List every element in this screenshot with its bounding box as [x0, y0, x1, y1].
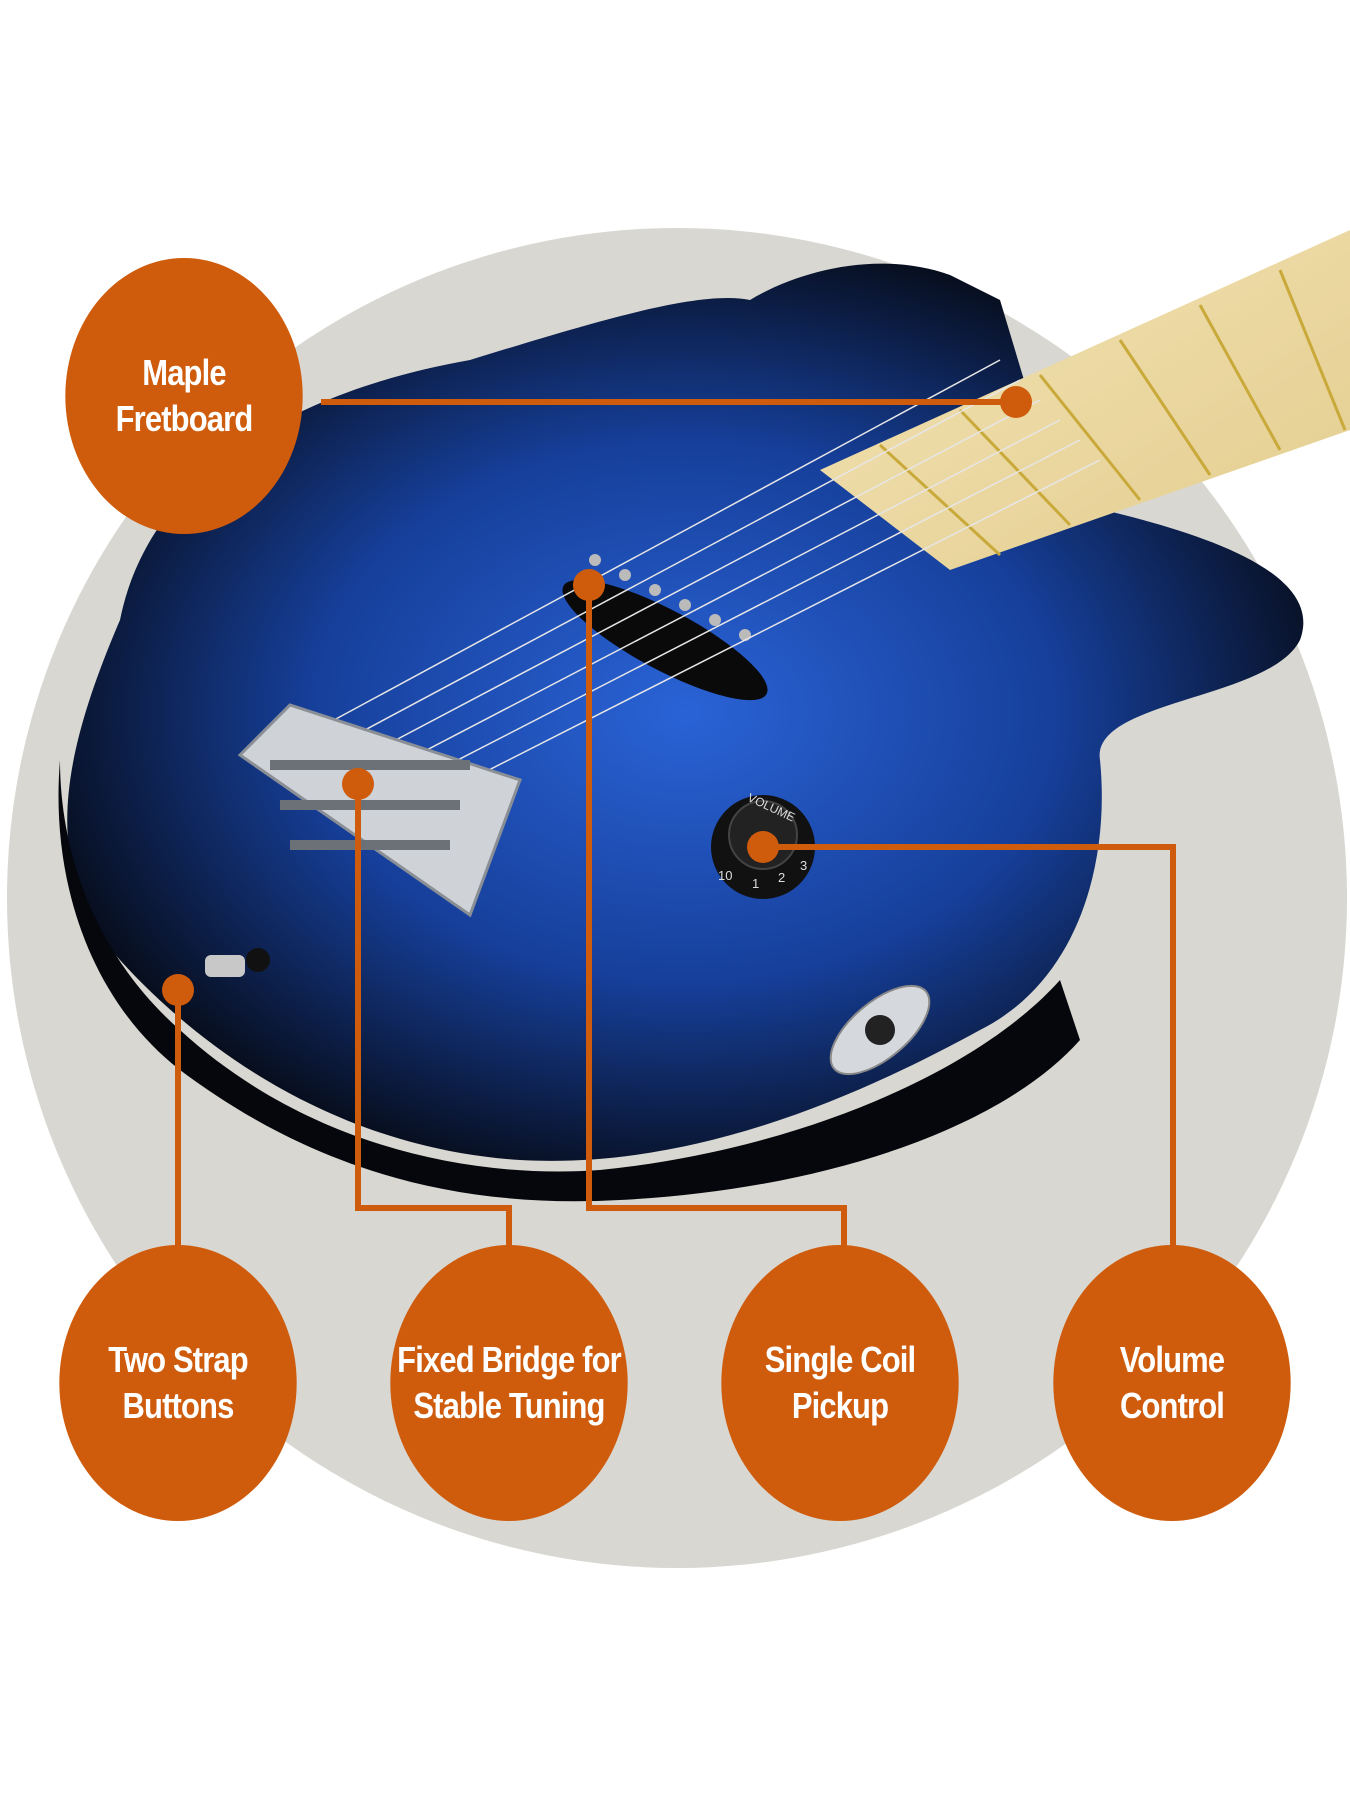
callout-label: Two Strap Buttons [108, 1339, 248, 1426]
callout-single-coil-pickup: Single Coil Pickup [721, 1245, 959, 1521]
knob-number: 1 [752, 876, 759, 891]
knob-number: 3 [800, 858, 807, 873]
callout-label: Maple Fretboard [115, 352, 254, 439]
callout-label: Single Coil Pickup [764, 1339, 916, 1426]
knob-number: 10 [718, 868, 732, 883]
callout-dot [573, 569, 605, 601]
output-jack [829, 984, 931, 1076]
callout-maple-fretboard: Maple Fretboard [65, 258, 303, 534]
knob-number: 2 [778, 870, 785, 885]
callout-dot [1000, 386, 1032, 418]
callout-lines [175, 399, 1176, 1246]
callout-dot [747, 831, 779, 863]
callout-volume-control: Volume Control [1053, 1245, 1291, 1521]
callout-dot [162, 974, 194, 1006]
callout-strap-buttons: Two Strap Buttons [59, 1245, 297, 1521]
callout-label: Volume Control [1119, 1339, 1225, 1426]
callout-fixed-bridge: Fixed Bridge for Stable Tuning [390, 1245, 628, 1521]
callout-label: Fixed Bridge for Stable Tuning [397, 1339, 621, 1426]
fixed-bridge [237, 703, 522, 918]
maple-neck [820, 230, 1350, 570]
callout-dot [342, 768, 374, 800]
single-coil-pickup [562, 554, 768, 701]
strap-button [205, 948, 270, 977]
